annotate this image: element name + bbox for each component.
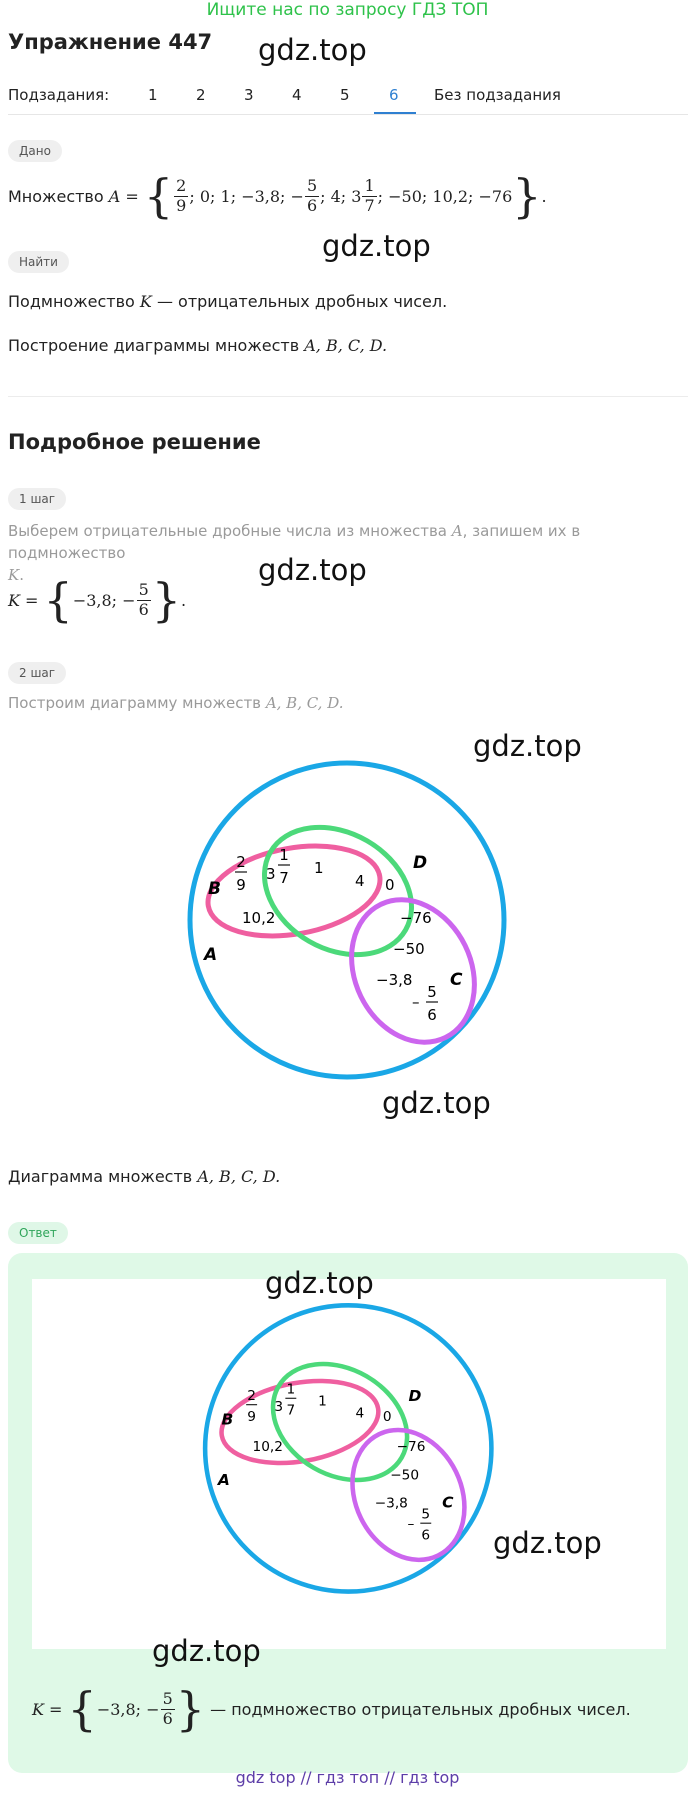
- tab-3[interactable]: 3: [244, 86, 254, 104]
- subtasks-nav: Подзадания: 1 2 3 4 5 6 Без подзадания: [8, 82, 688, 116]
- elem-4: 4: [355, 872, 365, 890]
- exercise-title: Упражнение 447: [8, 30, 213, 54]
- footer-links[interactable]: gdz top // гдз топ // гдз top: [235, 1768, 460, 1787]
- label-c: C: [442, 1494, 454, 1512]
- tab-1[interactable]: 1: [148, 86, 158, 104]
- elem-5-6-den: 6: [427, 1006, 437, 1024]
- elem-minus-sign: –: [408, 1516, 415, 1532]
- set-b-ellipse: [219, 1378, 381, 1466]
- elem-5-6-num: 5: [421, 1507, 430, 1523]
- set-a-circle: [202, 1303, 494, 1594]
- elem-mixed-whole: 3: [274, 1399, 283, 1415]
- tab-no-subtask[interactable]: Без подзадания: [434, 86, 561, 104]
- venn-diagram: A B C D 2 9 3 1 7 10,2 1 4 0 −76 −50 −3,…: [187, 760, 507, 1080]
- answer-badge: Ответ: [8, 1222, 68, 1244]
- watermark: gdz.top: [265, 1266, 374, 1300]
- label-a: A: [202, 945, 217, 965]
- elem-minus-3-8: −3,8: [375, 1496, 408, 1512]
- elem-1: 1: [318, 1394, 327, 1410]
- find-line-1: Подмножество K — отрицательных дробных ч…: [8, 292, 448, 311]
- elem-4: 4: [356, 1405, 365, 1421]
- step2-badge: 2 шаг: [8, 662, 67, 684]
- elem-5-6-den: 6: [421, 1528, 430, 1544]
- set-name: A: [108, 186, 121, 206]
- tabs-divider: [8, 114, 688, 115]
- elem-mixed-whole: 3: [266, 865, 276, 883]
- elem-minus-50: −50: [393, 940, 425, 958]
- elem-2-9-den: 9: [247, 1409, 256, 1425]
- label-d: D: [408, 1387, 421, 1405]
- step2-text: Построим диаграмму множеств A, B, C, D.: [8, 694, 344, 712]
- watermark: gdz.top: [493, 1526, 602, 1560]
- watermark: gdz.top: [258, 33, 367, 67]
- watermark: gdz.top: [473, 729, 582, 763]
- set-d-ellipse: [270, 1361, 410, 1483]
- given-badge: Дано: [8, 140, 62, 162]
- elem-minus-3-8: −3,8: [376, 971, 412, 989]
- elem-minus-50: −50: [390, 1467, 419, 1483]
- elem-minus-76: −76: [397, 1439, 426, 1455]
- step1-text: Выберем отрицательные дробные числа из м…: [8, 522, 581, 584]
- elem-2-9-num: 2: [247, 1388, 256, 1404]
- tab-2[interactable]: 2: [196, 86, 206, 104]
- tab-4[interactable]: 4: [292, 86, 302, 104]
- set-d-ellipse: [261, 824, 415, 958]
- subtasks-label: Подзадания:: [8, 86, 110, 104]
- watermark: gdz.top: [322, 229, 431, 263]
- label-c: C: [450, 970, 463, 990]
- step1-badge: 1 шаг: [8, 488, 67, 510]
- elem-mixed-den: 7: [279, 869, 289, 887]
- elem-10-2: 10,2: [253, 1439, 283, 1455]
- elem-mixed-num: 1: [279, 846, 289, 864]
- find-line-2: Построение диаграммы множеств A, B, C, D…: [8, 336, 388, 355]
- elem-10-2: 10,2: [242, 909, 275, 927]
- elem-0: 0: [383, 1409, 392, 1425]
- label-a: A: [217, 1471, 230, 1489]
- elem-0: 0: [385, 876, 395, 894]
- elem-minus-76: −76: [400, 909, 432, 927]
- elem-mixed-num: 1: [286, 1382, 295, 1398]
- elem-2-9-num: 2: [236, 853, 246, 871]
- answer-text: — подмножество отрицательных дробных чис…: [210, 1699, 631, 1719]
- elem-mixed-den: 7: [286, 1403, 295, 1419]
- watermark: gdz.top: [258, 553, 367, 587]
- elem-1: 1: [314, 859, 324, 877]
- set-c-ellipse: [349, 897, 477, 1045]
- set-b-ellipse: [205, 843, 383, 939]
- set-a-circle: [187, 760, 507, 1080]
- tab-5[interactable]: 5: [340, 86, 350, 104]
- label-b: B: [222, 1411, 234, 1429]
- diagram-caption: Диаграмма множеств A, B, C, D.: [8, 1167, 281, 1186]
- tab-6[interactable]: 6: [389, 86, 399, 104]
- given-lead: Множество: [8, 186, 104, 206]
- active-tab-indicator: [374, 112, 416, 114]
- solution-title: Подробное решение: [8, 430, 261, 454]
- find-badge: Найти: [8, 251, 69, 273]
- label-b: B: [208, 879, 221, 899]
- answer-diagram-panel: [32, 1279, 666, 1649]
- watermark: gdz.top: [152, 1634, 261, 1668]
- elem-5-6-num: 5: [427, 983, 437, 1001]
- elem-2-9-den: 9: [236, 876, 246, 894]
- set-c-ellipse: [350, 1427, 467, 1563]
- answer-venn-diagram: A B C D 2 9 3 1 7 10,2 1 4 0 −76 −50 −3,…: [202, 1303, 494, 1594]
- section-divider: [8, 396, 688, 397]
- watermark: gdz.top: [382, 1086, 491, 1120]
- label-d: D: [413, 853, 427, 873]
- top-banner[interactable]: Ищите нас по запросу ГДЗ ТОП: [206, 0, 489, 20]
- elem-minus-sign: –: [412, 993, 420, 1011]
